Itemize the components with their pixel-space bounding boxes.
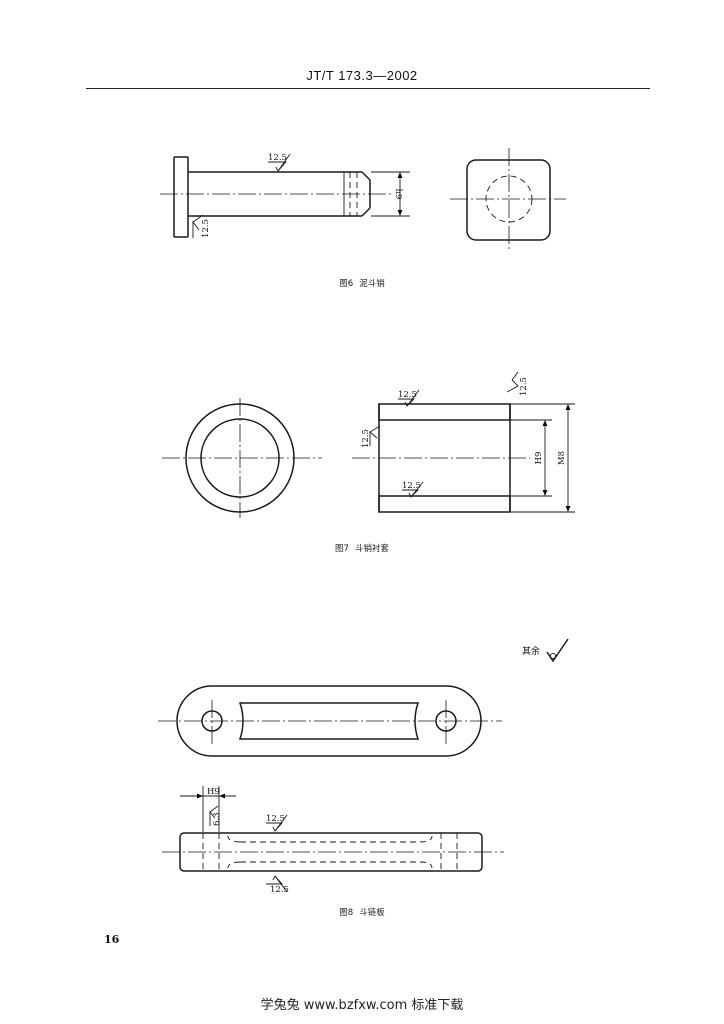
link-hole-fit: H9 [207, 787, 220, 797]
figure-6-number: 图6 [339, 279, 354, 289]
pin-roughness-top: 12.5 [268, 153, 287, 163]
bushing-roughness-end: 12.5 [519, 377, 529, 396]
figure-6-caption: 图6 泥斗销 [0, 277, 724, 289]
figure-8-number: 图8 [339, 908, 354, 918]
bushing-section-view: H9 M8 12.5 12.5 12.5 12.5 [352, 371, 575, 513]
document-standard-code: JT/T 173.3—2002 [306, 68, 418, 83]
pin-fit-dimension: h9 [393, 189, 403, 200]
figure-7-number: 图7 [335, 544, 349, 554]
remark-roughness-symbol [546, 638, 569, 663]
figure-6-title: 泥斗销 [359, 279, 385, 289]
pin-side-view: h9 12.5 12.5 [160, 153, 410, 238]
watermark-link[interactable]: 学兔兔 www.bzfxw.com 标准下载 [260, 998, 464, 1013]
link-roughness-top: 12.5 [266, 814, 285, 824]
figure-7-caption: 图7 斗销衬套 [0, 542, 724, 554]
link-roughness-hole: 6.3 [212, 812, 222, 826]
figure-8-drawing: H9 6.3 12.5 12.5 [158, 685, 504, 895]
bushing-outer-fit: M8 [557, 451, 567, 465]
figure-7-drawing: H9 M8 12.5 12.5 12.5 12.5 [162, 371, 575, 518]
remark-label: 其余 [522, 647, 541, 657]
header-rule [86, 88, 650, 89]
figure-6-drawing: h9 12.5 12.5 [160, 148, 566, 252]
bushing-roughness-inner: 12.5 [361, 429, 371, 448]
link-roughness-bottom: 12.5 [270, 885, 289, 895]
figure-8-title: 斗链板 [359, 908, 385, 918]
figure-7-title: 斗销衬套 [354, 544, 389, 554]
bushing-roughness-bottom: 12.5 [402, 481, 421, 491]
bushing-end-view [162, 398, 322, 518]
link-top-view [158, 685, 502, 757]
pin-end-view [450, 148, 566, 252]
bushing-roughness-top: 12.5 [398, 390, 417, 400]
bushing-inner-fit: H9 [534, 452, 544, 465]
figure-8-caption: 图8 斗链板 [0, 906, 724, 918]
pin-roughness-side: 12.5 [201, 219, 211, 238]
link-front-view: H9 6.3 12.5 12.5 [162, 786, 504, 895]
page-number: 16 [104, 933, 120, 946]
